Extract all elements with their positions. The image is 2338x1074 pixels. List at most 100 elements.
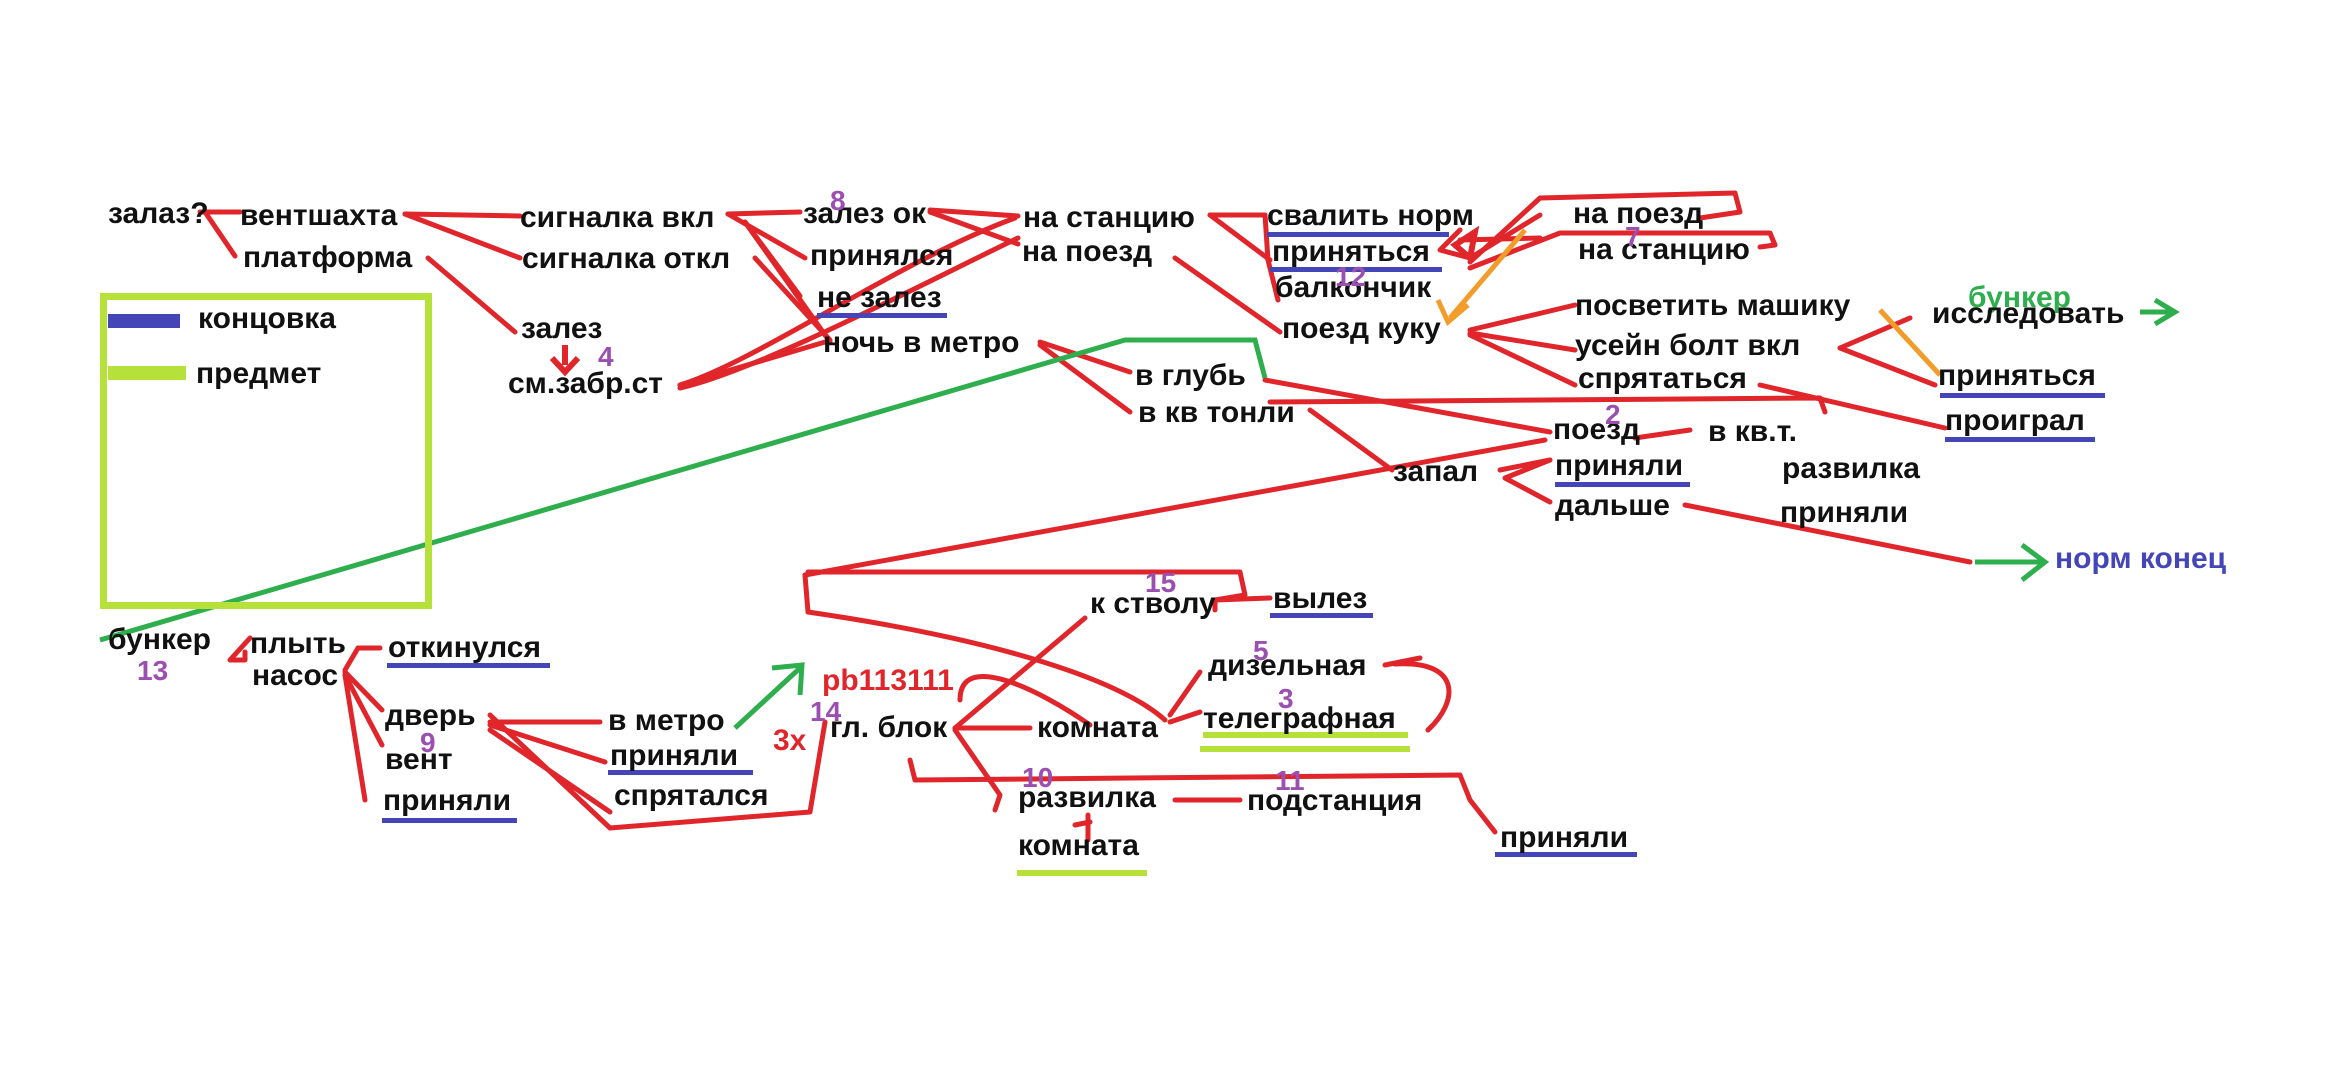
node-times3: 3х (773, 724, 807, 757)
node-ventshakhta: вентшахта (240, 199, 398, 232)
ending-underline (1270, 613, 1373, 618)
edge-arrow-head (1450, 225, 1480, 264)
edge (1467, 332, 1578, 388)
node-prinyali-1: приняли (1555, 449, 1684, 482)
node-bunker-top: бункер (1968, 281, 2071, 314)
node-nasos: насос (252, 659, 339, 692)
step-number-10: 10 (1022, 762, 1054, 793)
step-number-5: 5 (1253, 635, 1269, 666)
edge (725, 211, 808, 261)
node-v-metro: в метро (608, 704, 725, 737)
edge (1497, 457, 1553, 505)
edge (677, 215, 1018, 388)
node-noch-v-metro: ночь в метро (823, 326, 1020, 359)
ending-underline (1945, 437, 2095, 442)
node-prinyali-4: приняли (610, 739, 739, 772)
edge (342, 645, 361, 673)
step-number-14: 14 (810, 696, 842, 727)
edge (402, 211, 523, 219)
node-spryatalsya: спрятался (614, 779, 769, 812)
legend-box (100, 293, 432, 609)
edge (487, 722, 608, 765)
node-zalez: залез (521, 312, 603, 345)
node-v-glub: в глубь (1135, 359, 1246, 392)
edge (402, 211, 523, 261)
alt-edge (1435, 298, 1470, 327)
edge (752, 255, 833, 343)
bunker-path-arrow (771, 662, 805, 696)
step-number-13: 13 (137, 655, 169, 686)
edge (1682, 502, 1973, 565)
edge (1757, 382, 1948, 431)
ending-underline (1270, 267, 1442, 272)
edge (227, 635, 253, 663)
edge (957, 673, 1093, 728)
step-number-12: 12 (1335, 261, 1367, 292)
edge (805, 609, 1168, 723)
alt-edge (1878, 308, 1942, 377)
item-underline (1017, 870, 1147, 876)
edge (1267, 395, 1828, 415)
node-prinyatsya-2: приняться (1938, 359, 2096, 392)
red-edges (197, 190, 1973, 843)
edge (342, 672, 385, 748)
node-bunker-left: бункер (108, 623, 211, 656)
edge (425, 255, 518, 335)
edge (1037, 342, 1133, 415)
legend-ending-label: концовка (198, 302, 336, 335)
edge (1167, 709, 1203, 725)
edge (1467, 190, 1743, 265)
bunker-path (99, 297, 2180, 730)
node-otkinulsya: откинулся (388, 631, 541, 664)
step-number-11: 11 (1275, 765, 1305, 796)
node-telegrafnaya: телеграфная (1203, 702, 1396, 735)
edge (487, 727, 613, 815)
ending-underline (1940, 393, 2105, 398)
node-issledovat: исследовать (1932, 297, 2125, 330)
edge (1392, 661, 1452, 733)
node-ne-zalez: не залез (817, 281, 942, 314)
edge (342, 672, 368, 803)
node-signalka-vkl: сигналка вкл (520, 201, 715, 234)
node-signalka-otkl: сигналка откл (522, 242, 731, 275)
node-razvilka-2: развилка (1018, 781, 1156, 814)
legend-ending-swatch (108, 314, 180, 328)
edge (677, 339, 828, 388)
orange-edges (1435, 228, 1942, 377)
node-zalaz: залаз? (108, 197, 209, 230)
node-zalez-ok: залез ок (803, 197, 927, 230)
step-number-2: 2 (1605, 399, 1621, 430)
node-dizelnaya: дизельная (1208, 649, 1367, 682)
node-gl-blok: гл. блок (830, 711, 948, 744)
node-platforma: платформа (243, 241, 413, 274)
node-k-stvolu: к стволу (1090, 587, 1216, 620)
legend-item-swatch (108, 366, 186, 380)
edge (1467, 330, 1578, 353)
node-vylez: вылез (1273, 582, 1368, 615)
edge (927, 207, 1021, 219)
edge (202, 209, 238, 259)
edge (677, 235, 1021, 391)
node-v-kv-tonli: в кв тонли (1138, 396, 1295, 429)
node-proigral: проиграл (1945, 404, 2085, 437)
edge (1467, 230, 1778, 271)
step-number-8: 8 (830, 185, 846, 216)
node-code: pb113111 (822, 664, 954, 697)
step-number-4: 4 (598, 341, 614, 372)
edge (952, 727, 1003, 813)
ending-underline (817, 313, 947, 318)
step-number-15: 15 (1145, 567, 1177, 598)
item-underline (1200, 746, 1410, 752)
node-plyt: плыть (250, 627, 346, 660)
edge (1467, 302, 1578, 333)
edge (1172, 255, 1283, 335)
node-na-stantsiyu-2: на станцию (1578, 233, 1750, 266)
node-zapal: запал (1393, 455, 1479, 488)
ending-underline (1495, 852, 1637, 857)
node-balkonchik: балкончик (1275, 271, 1432, 304)
edge (725, 209, 803, 217)
step-number-7: 7 (1625, 221, 1641, 252)
bunker-path-arrow (2153, 297, 2180, 327)
edge (1037, 339, 1133, 375)
